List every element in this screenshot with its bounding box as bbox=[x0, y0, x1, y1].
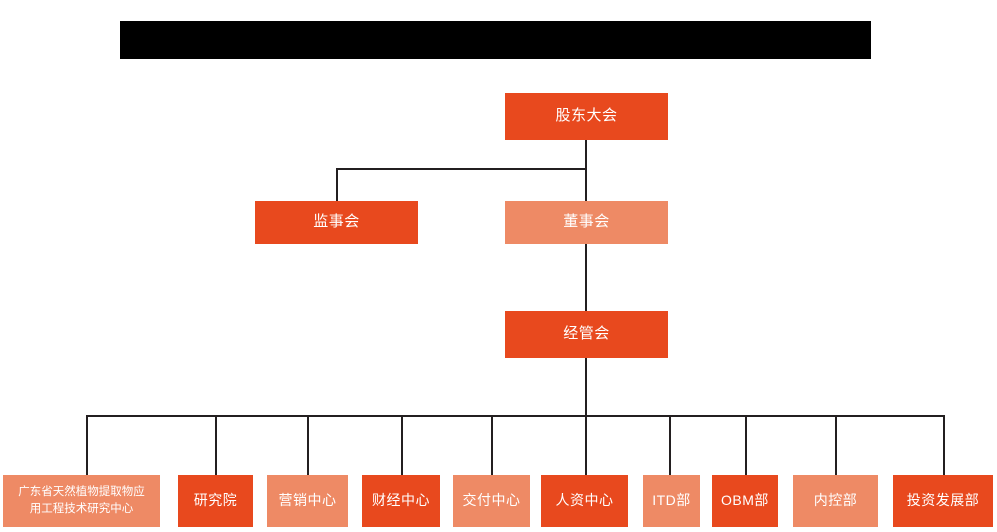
connector-level4-horizontal-bus bbox=[86, 415, 945, 417]
node-label-management-committee: 经管会 bbox=[563, 325, 610, 343]
node-investment-development-department[interactable]: 投资发展部 bbox=[893, 475, 993, 527]
connector-drop-marketing-center bbox=[307, 415, 309, 475]
node-finance-center[interactable]: 财经中心 bbox=[362, 475, 440, 527]
node-label-guangdong-research-center-line2: 用工程技术研究中心 bbox=[29, 503, 134, 515]
node-label-board-of-supervisors: 监事会 bbox=[313, 213, 360, 231]
node-guangdong-research-center[interactable]: 广东省天然植物提取物应 用工程技术研究中心 bbox=[3, 475, 160, 527]
node-human-resources-center[interactable]: 人资中心 bbox=[541, 475, 628, 527]
connector-drop-investment-development-department bbox=[943, 415, 945, 475]
node-obm-department[interactable]: OBM部 bbox=[712, 475, 778, 527]
node-label-obm-department: OBM部 bbox=[721, 492, 769, 509]
node-internal-control-department[interactable]: 内控部 bbox=[793, 475, 878, 527]
node-label-finance-center: 财经中心 bbox=[372, 492, 430, 509]
redacted-title-bar bbox=[120, 21, 871, 59]
node-marketing-center[interactable]: 营销中心 bbox=[267, 475, 348, 527]
connector-drop-finance-center bbox=[401, 415, 403, 475]
node-delivery-center[interactable]: 交付中心 bbox=[453, 475, 530, 527]
node-label-delivery-center: 交付中心 bbox=[462, 492, 521, 509]
node-management-committee[interactable]: 经管会 bbox=[505, 311, 668, 358]
connector-drop-obm-department bbox=[745, 415, 747, 475]
connector-drop-itd-department bbox=[669, 415, 671, 475]
connector-shareholders-to-bus bbox=[585, 140, 587, 169]
node-label-internal-control-department: 内控部 bbox=[813, 492, 858, 509]
node-label-investment-development-department: 投资发展部 bbox=[906, 492, 980, 509]
node-label-marketing-center: 营销中心 bbox=[278, 492, 337, 509]
node-label-itd-department: ITD部 bbox=[652, 492, 691, 509]
connector-level2-horizontal-bus bbox=[336, 168, 587, 170]
node-research-institute[interactable]: 研究院 bbox=[178, 475, 253, 527]
node-itd-department[interactable]: ITD部 bbox=[643, 475, 700, 527]
node-shareholders-meeting[interactable]: 股东大会 bbox=[505, 93, 668, 140]
connector-drop-human-resources-center bbox=[585, 415, 587, 475]
connector-drop-research-institute bbox=[215, 415, 217, 475]
node-label-shareholders-meeting: 股东大会 bbox=[555, 107, 618, 125]
node-label-human-resources-center: 人资中心 bbox=[555, 492, 614, 509]
connector-board-of-directors-to-management-committee bbox=[585, 244, 587, 311]
connector-drop-delivery-center bbox=[491, 415, 493, 475]
node-label-research-institute: 研究院 bbox=[193, 492, 238, 509]
connector-management-committee-to-bus bbox=[585, 358, 587, 416]
connector-bus-to-board-of-supervisors bbox=[336, 168, 338, 201]
connector-bus-to-board-of-directors bbox=[585, 168, 587, 201]
node-board-of-supervisors[interactable]: 监事会 bbox=[255, 201, 418, 244]
node-label-guangdong-research-center-line1: 广东省天然植物提取物应 bbox=[18, 486, 145, 499]
connector-drop-guangdong-research-center bbox=[86, 415, 88, 475]
node-board-of-directors[interactable]: 董事会 bbox=[505, 201, 668, 244]
connector-drop-internal-control-department bbox=[835, 415, 837, 475]
node-label-board-of-directors: 董事会 bbox=[563, 213, 610, 231]
